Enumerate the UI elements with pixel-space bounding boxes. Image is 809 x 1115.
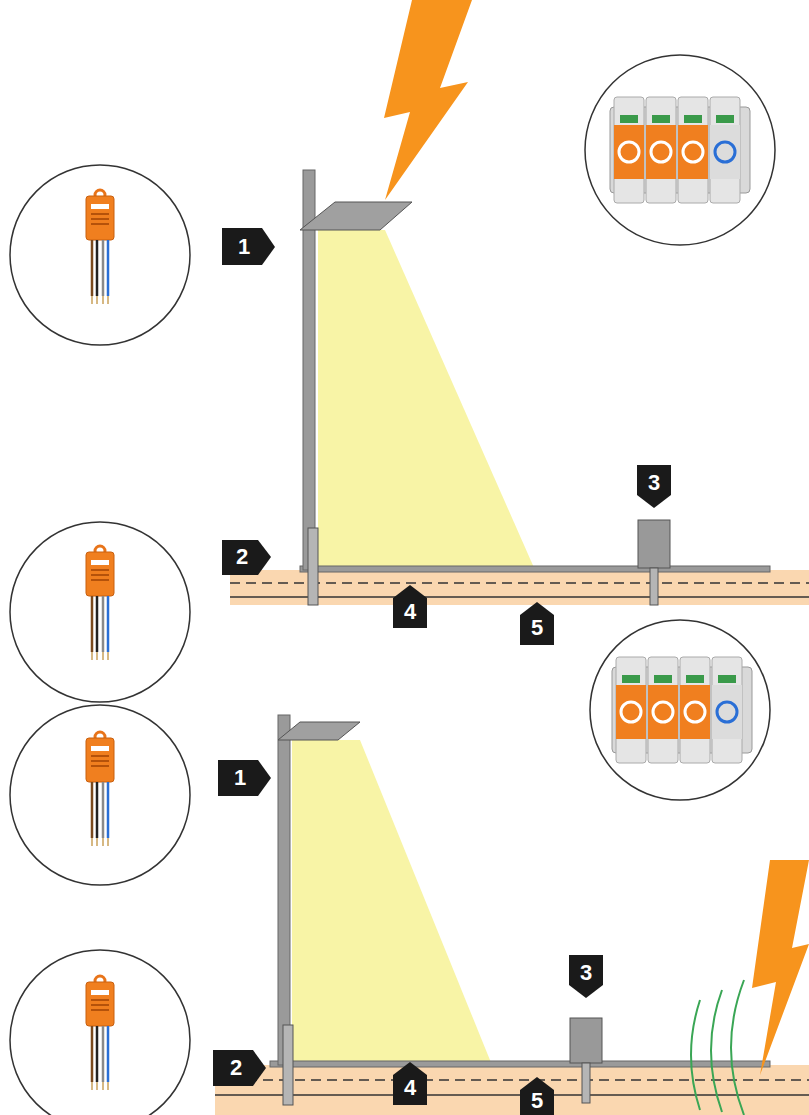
callout-number: 4	[404, 1077, 416, 1099]
callout-number: 3	[580, 962, 592, 984]
callout-number: 1	[234, 767, 246, 789]
callout-shape	[218, 760, 271, 796]
callout-shape	[213, 1050, 266, 1086]
callout-shape	[222, 228, 275, 265]
callout-number: 5	[531, 617, 543, 639]
callout-number: 3	[648, 472, 660, 494]
callout-shape	[222, 540, 271, 575]
callout-shape	[520, 1077, 554, 1115]
callout-number: 2	[230, 1057, 242, 1079]
callout-number: 1	[238, 236, 250, 258]
callout-number: 5	[531, 1090, 543, 1112]
callout-number: 4	[404, 601, 416, 623]
callout-shape	[637, 465, 671, 508]
callout-number: 2	[236, 546, 248, 568]
callout-shape	[569, 955, 603, 998]
callout-shape	[393, 1062, 427, 1105]
callout-shape	[520, 602, 554, 645]
callout-shape	[393, 585, 427, 628]
